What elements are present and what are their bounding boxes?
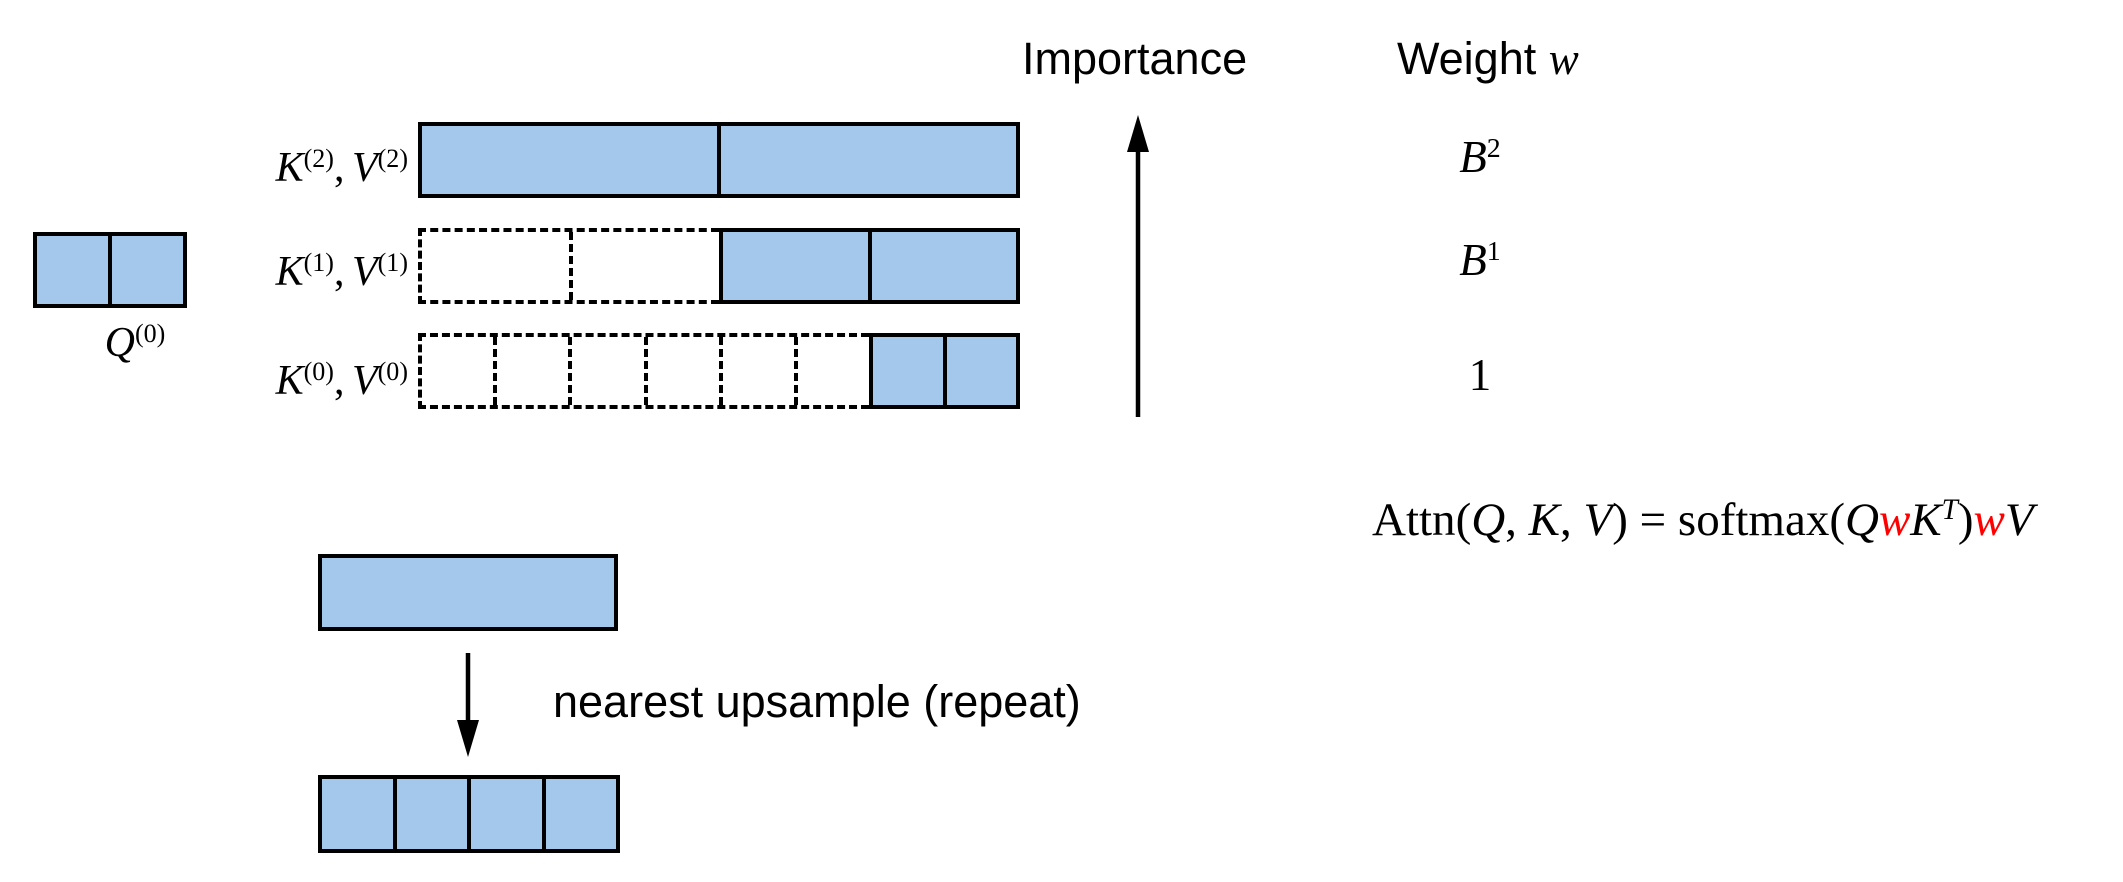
importance-header: Importance [1022,33,1248,84]
formula-fn: Attn [1372,494,1456,546]
dashed-cell [422,232,569,300]
upsample-label: nearest upsample (repeat) [553,676,1081,727]
v-symbol: V [351,145,378,191]
kv-row-0-filled-box [869,333,1020,409]
dashed-cell [793,337,869,405]
k-superscript: (2) [303,143,334,173]
kv-row-1-dashed-region [418,228,719,304]
query-cell [37,236,108,304]
weight-header-text: Weight [1397,33,1537,84]
kv-row-1-filled-box [719,228,1020,304]
dashed-cell [568,232,720,300]
paren: ( [1455,494,1472,546]
transpose-superscript: T [1941,493,1958,526]
paren: ) [1957,494,1974,546]
weight-base: B [1459,235,1487,285]
v-symbol: V [1583,494,1613,546]
v-symbol: V [351,249,378,295]
dashed-cell [568,337,643,405]
query-box [33,232,187,308]
upsample-source-box [318,554,618,631]
kv-row-2-box [418,122,1020,198]
kv-row-2-label: K(2),V(2) [178,143,408,198]
weight-base: 1 [1468,350,1492,400]
formula-softmax: ) = softmax( [1612,494,1845,546]
q-symbol: Q [1471,494,1506,546]
k-superscript: (0) [303,356,334,386]
k-superscript: (1) [303,247,334,277]
comma: , [333,249,345,295]
fine-cell [392,779,467,849]
weight-exponent: 2 [1486,132,1501,164]
importance-arrow-icon [1127,115,1149,417]
weight-value-level-1: B1 [1380,234,1580,293]
coarse-cell [322,558,614,627]
k-symbol: K [275,358,304,404]
v-superscript: (2) [377,143,408,173]
weight-value-level-0: 1 [1380,349,1580,408]
comma: , [1560,494,1584,546]
kv-cell [723,232,868,300]
kv-row-0-dashed-region [418,333,869,409]
weight-value-level-2: B2 [1380,131,1580,190]
dashed-cell [422,337,493,405]
query-superscript: (0) [134,318,166,348]
kv-cell [873,337,943,405]
weight-base: B [1459,132,1487,182]
comma: , [1505,494,1529,546]
v-symbol: V [2004,494,2034,546]
k-symbol: K [275,249,304,295]
dashed-cell [493,337,568,405]
dashed-cell [718,337,794,405]
fine-cell [322,779,393,849]
kv-cell [422,126,717,194]
q-symbol: Q [1844,494,1879,546]
dashed-cell [643,337,719,405]
k-symbol: K [1910,494,1942,546]
kv-cell [942,337,1016,405]
weight-w-red: w [1878,494,1911,546]
upsample-result-box [318,775,620,853]
query-label: Q(0) [35,318,235,373]
kv-cell [717,126,1016,194]
fine-cell [541,779,616,849]
weight-w-symbol: w [1548,34,1579,84]
v-superscript: (0) [377,356,408,386]
fine-cell [467,779,542,849]
weight-exponent: 1 [1486,235,1501,267]
v-symbol: V [351,358,378,404]
comma: , [333,145,345,191]
upsample-arrow-icon [457,653,479,757]
kv-cell [867,232,1016,300]
comma: , [333,358,345,404]
kv-row-1-label: K(1),V(1) [178,247,408,302]
weight-w-red: w [1973,494,2005,546]
kv-row-0-label: K(0),V(0) [178,356,408,411]
query-symbol: Q [104,320,135,366]
k-symbol: K [1528,494,1561,546]
weight-header: Weight w [1397,33,1579,85]
attention-formula: Attn(Q, K, V) = softmax(QwKT)wV [1372,492,2034,554]
v-superscript: (1) [377,247,408,277]
query-cell [108,236,183,304]
k-symbol: K [275,145,304,191]
